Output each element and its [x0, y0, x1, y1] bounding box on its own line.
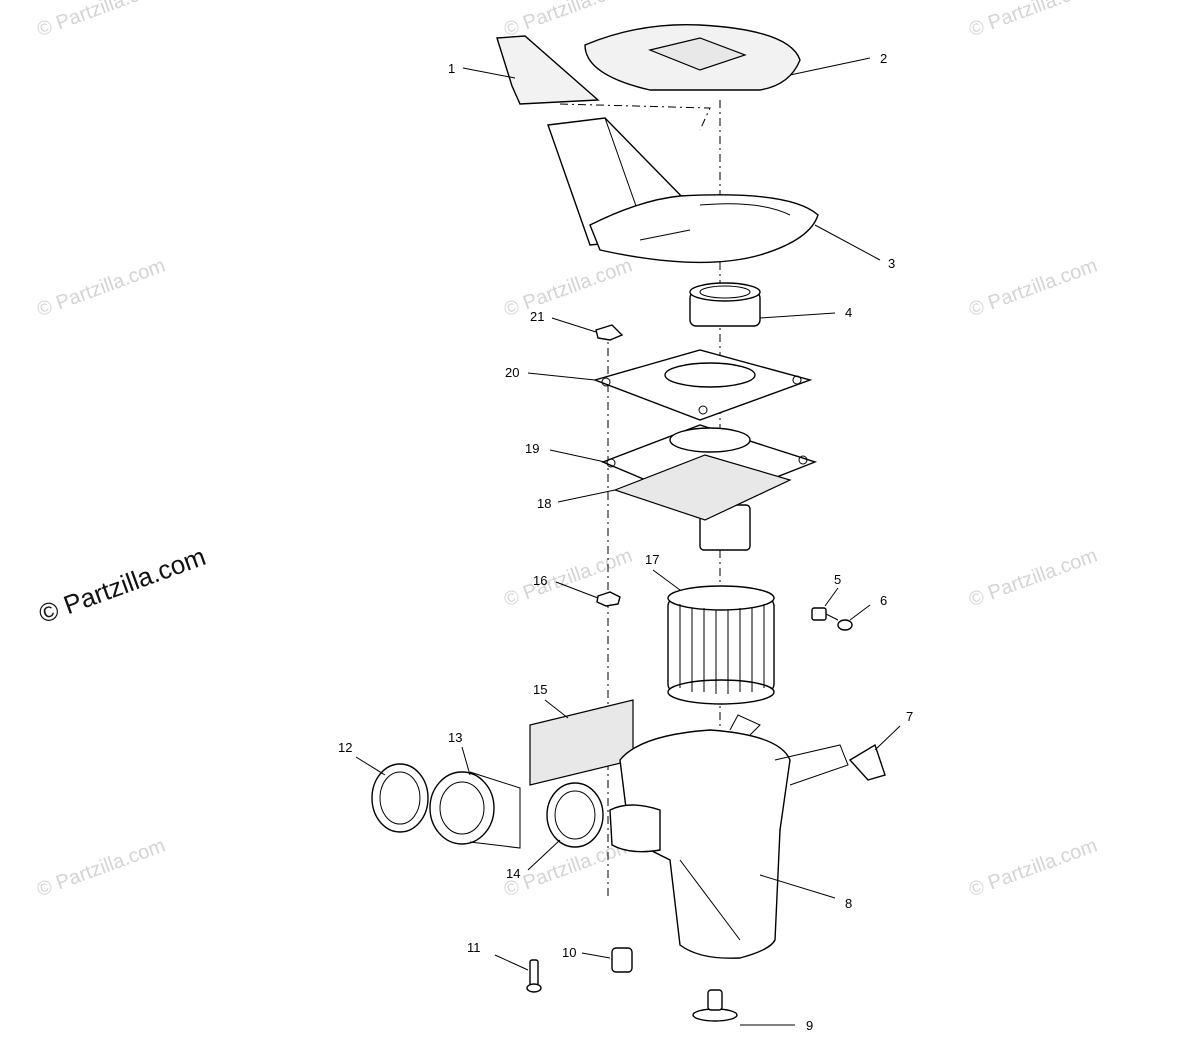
- callout-9: 9: [806, 1018, 813, 1033]
- callout-12: 12: [338, 740, 352, 755]
- part-21-wing-nut: [595, 324, 624, 341]
- part-14-clamp: [546, 782, 604, 848]
- part-17-filter-element: [667, 585, 775, 705]
- part-18-gasket: [613, 454, 792, 521]
- callout-19: 19: [525, 441, 539, 456]
- part-3-intake-cover: [547, 117, 819, 264]
- part-11-bolt: [526, 959, 542, 993]
- callout-8: 8: [845, 896, 852, 911]
- callout-4: 4: [845, 305, 852, 320]
- part-5-bolt: [811, 607, 839, 621]
- callout-6: 6: [880, 593, 887, 608]
- callout-13: 13: [448, 730, 462, 745]
- callout-15: 15: [533, 682, 547, 697]
- part-16-nut: [596, 591, 621, 607]
- callouts: 1 2 3 4 5 6 7 8 9 10 11 12 13 14 15 16 1…: [338, 51, 913, 1033]
- part-8-airbox: [609, 714, 849, 959]
- callout-1: 1: [448, 61, 455, 76]
- callout-3: 3: [888, 256, 895, 271]
- part-20-top-plate: [592, 349, 813, 421]
- part-9-drain: [692, 989, 738, 1022]
- callout-7: 7: [906, 709, 913, 724]
- callout-10: 10: [562, 945, 576, 960]
- callout-20: 20: [505, 365, 519, 380]
- part-10-grommet: [611, 947, 633, 973]
- part-13-intake-tube: [429, 771, 521, 849]
- part-1-foam-pad: [496, 35, 711, 131]
- callout-5: 5: [834, 572, 841, 587]
- callout-11: 11: [467, 940, 481, 955]
- leader-lines: [355, 57, 901, 1026]
- callout-18: 18: [537, 496, 551, 511]
- part-4-coupler: [689, 282, 761, 327]
- part-6-washer: [837, 619, 853, 631]
- part-7-bracket: [848, 743, 886, 781]
- part-2-foam-block: [584, 23, 801, 91]
- callout-2: 2: [880, 51, 887, 66]
- callout-16: 16: [533, 573, 547, 588]
- part-12-clamp: [371, 763, 429, 833]
- callout-21: 21: [530, 309, 544, 324]
- part-15-decal: [529, 699, 634, 786]
- callout-14: 14: [506, 866, 520, 881]
- callout-17: 17: [645, 552, 659, 567]
